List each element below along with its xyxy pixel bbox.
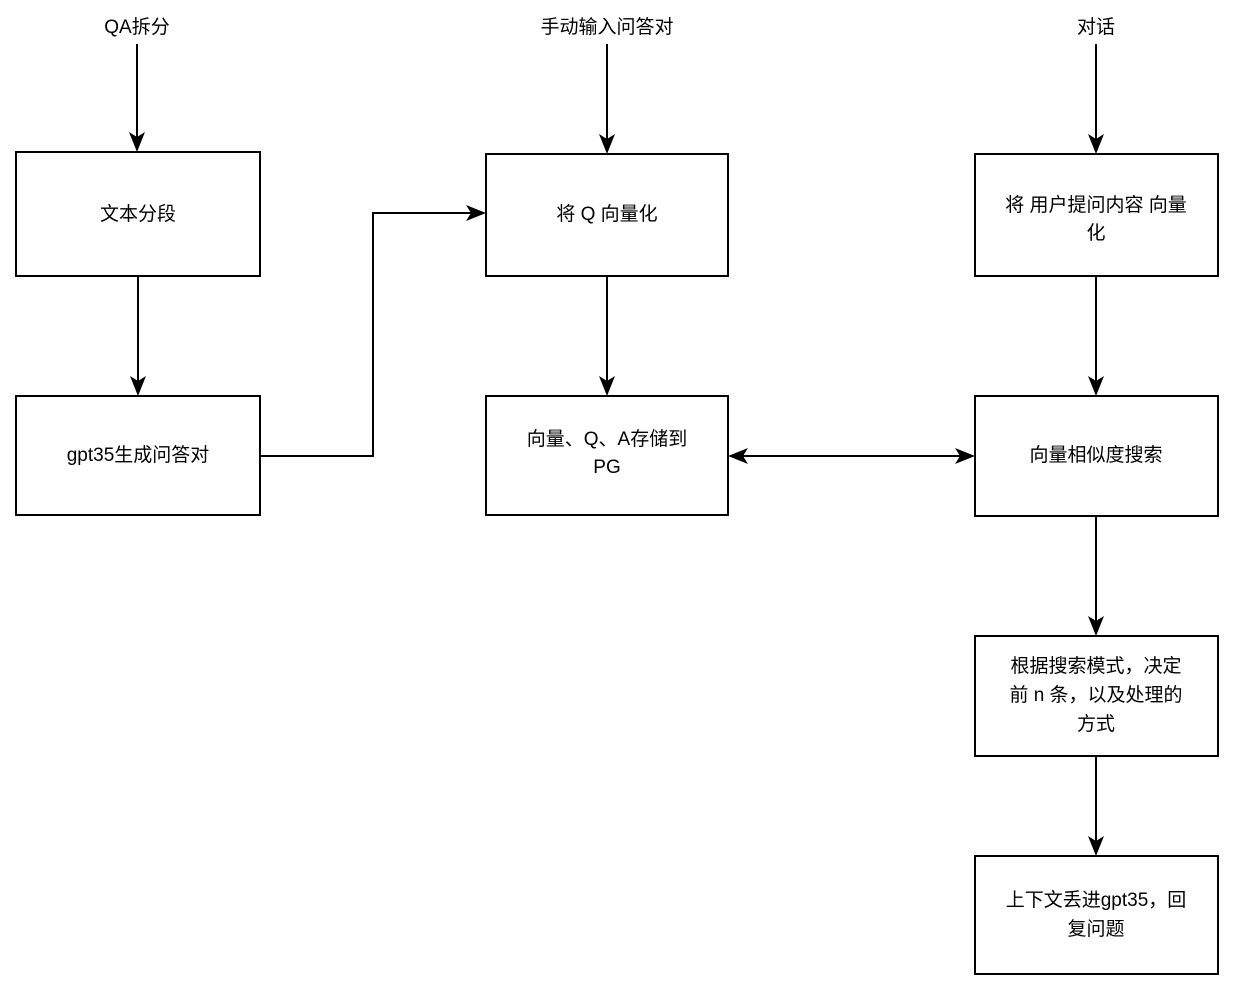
edge-search-to-decide (1088, 516, 1104, 636)
node-vectorize-user-question-label-line-1: 将 用户提问内容 向量 (1005, 194, 1187, 216)
label-manual-qa: 手动输入问答对 (540, 16, 673, 38)
node-gpt35-generate-qa[interactable]: gpt35生成问答对 (15, 395, 261, 516)
node-decide-top-n-box[interactable] (974, 635, 1219, 757)
node-vectorize-q-label: 将 Q 向量化 (556, 203, 657, 225)
edge-vectorize-user-to-search (1088, 276, 1104, 396)
node-decide-top-n[interactable]: 根据搜索模式，决定 前 n 条，以及处理的 方式 (974, 635, 1219, 757)
label-qa-split: QA拆分 (104, 16, 169, 38)
edge-gpt35-to-vectorize-q (260, 205, 486, 457)
node-gpt35-generate-qa-box[interactable] (15, 395, 261, 516)
node-vector-similarity-search-label: 向量相似度搜索 (1029, 444, 1162, 466)
node-vectorize-user-question-box[interactable] (974, 153, 1219, 277)
edge-store-pg-to-search (728, 448, 975, 464)
edge-manual-qa-to-vectorize-q (599, 44, 615, 154)
node-decide-top-n-label-line-3: 方式 (1077, 713, 1115, 735)
node-text-split[interactable]: 文本分段 (15, 151, 261, 277)
edge-text-split-to-gpt35 (130, 276, 146, 396)
node-context-to-gpt35[interactable]: 上下文丢进gpt35，回 复问题 (974, 855, 1219, 975)
node-vectorize-user-question[interactable]: 将 用户提问内容 向量 化 (974, 153, 1219, 277)
node-store-to-pg-box[interactable] (485, 395, 729, 516)
node-store-to-pg-label-line-1: 向量、Q、A存储到 (527, 428, 687, 450)
node-context-to-gpt35-label-line-2: 复问题 (1067, 918, 1124, 940)
node-vector-similarity-search[interactable]: 向量相似度搜索 (974, 395, 1219, 517)
node-vectorize-q-box[interactable] (485, 153, 729, 277)
node-vectorize-user-question-label-line-2: 化 (1086, 222, 1105, 244)
node-vectorize-q[interactable]: 将 Q 向量化 (485, 153, 729, 277)
node-decide-top-n-label-line-2: 前 n 条，以及处理的 (1009, 684, 1182, 706)
edge-vectorize-q-to-store-pg (599, 276, 615, 396)
node-store-to-pg[interactable]: 向量、Q、A存储到 PG (485, 395, 729, 516)
node-gpt35-generate-qa-label: gpt35生成问答对 (67, 444, 210, 466)
node-text-split-box[interactable] (15, 151, 261, 277)
edge-decide-to-context (1088, 756, 1104, 856)
node-store-to-pg-label-line-2: PG (593, 457, 620, 478)
node-text-split-label: 文本分段 (100, 203, 176, 225)
node-vector-similarity-search-box[interactable] (974, 395, 1219, 517)
label-dialogue: 对话 (1077, 16, 1115, 38)
node-context-to-gpt35-box[interactable] (974, 855, 1219, 975)
node-context-to-gpt35-label-line-1: 上下文丢进gpt35，回 (1006, 889, 1187, 911)
edge-dialogue-to-vectorize-user (1088, 44, 1104, 154)
edge-qa-split-to-text-split (129, 44, 145, 152)
node-decide-top-n-label-line-1: 根据搜索模式，决定 (1010, 655, 1181, 677)
